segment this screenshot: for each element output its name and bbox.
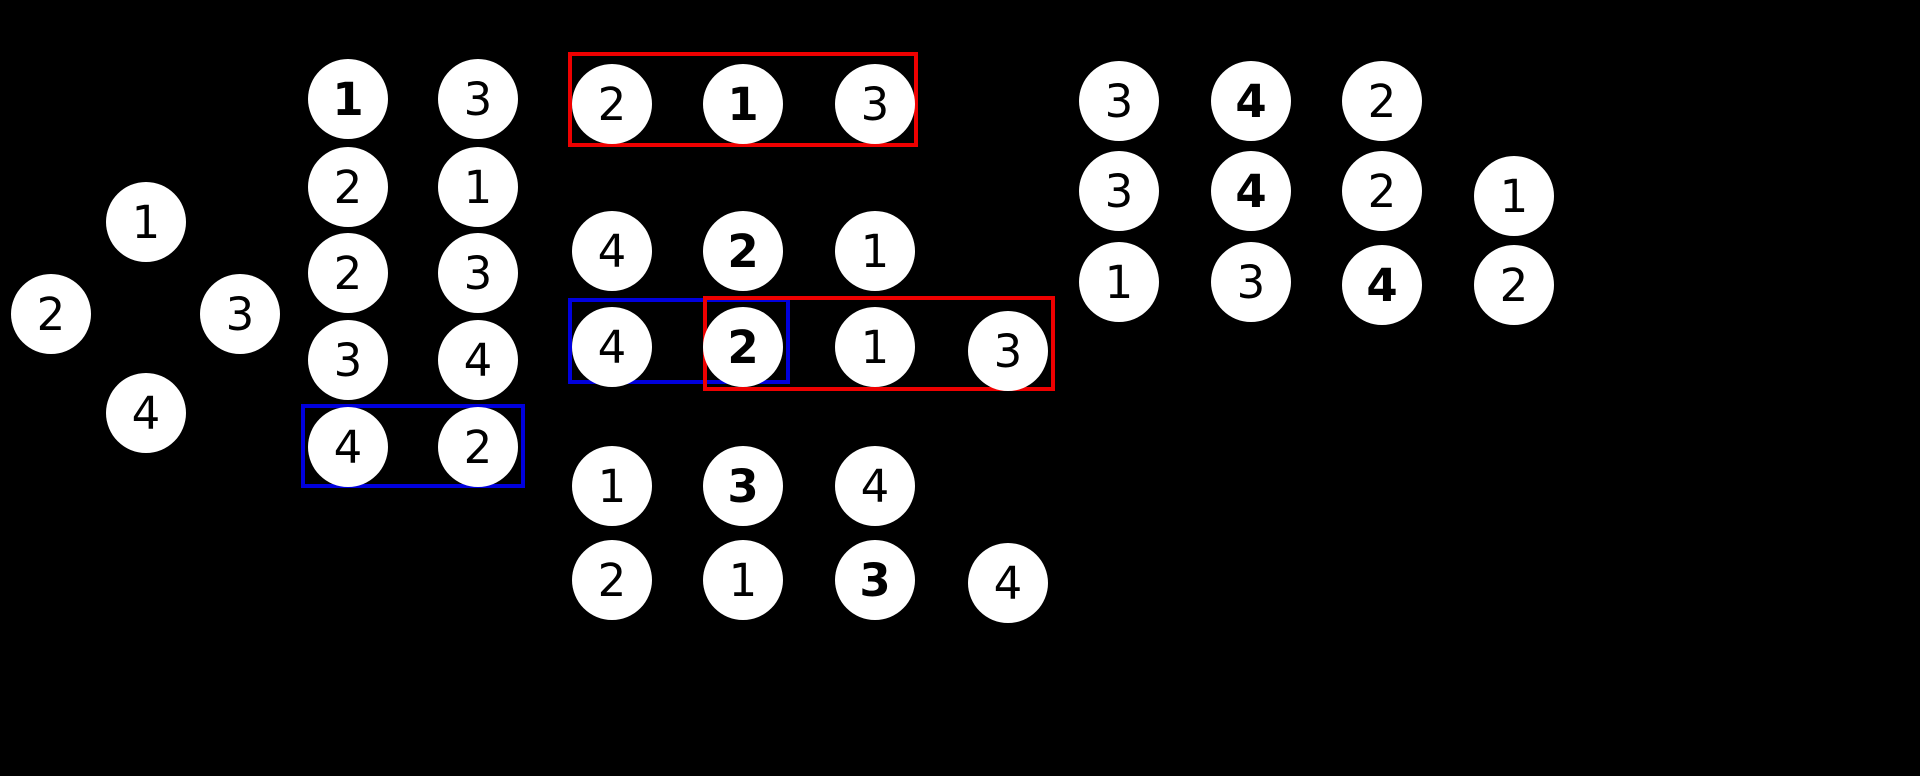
node-circle: 3	[438, 59, 518, 139]
node-circle: 2	[438, 407, 518, 487]
node-circle: 4	[106, 373, 186, 453]
node-circle: 2	[308, 233, 388, 313]
node-circle: 1	[703, 540, 783, 620]
node-circle: 3	[200, 274, 280, 354]
node-circle: 4	[1342, 245, 1422, 325]
node-circle: 2	[308, 147, 388, 227]
node-circle: 3	[1211, 242, 1291, 322]
node-circle: 4	[572, 211, 652, 291]
node-circle: 1	[1079, 242, 1159, 322]
node-circle: 4	[968, 543, 1048, 623]
node-circle: 2	[1474, 245, 1554, 325]
node-circle: 1	[308, 59, 388, 139]
node-circle: 1	[438, 147, 518, 227]
node-circle: 3	[438, 233, 518, 313]
node-circle: 4	[308, 407, 388, 487]
node-circle: 2	[1342, 61, 1422, 141]
node-circle: 1	[835, 307, 915, 387]
node-circle: 4	[572, 307, 652, 387]
node-circle: 3	[968, 311, 1048, 391]
node-circle: 2	[703, 211, 783, 291]
node-circle: 3	[1079, 151, 1159, 231]
node-circle: 2	[703, 307, 783, 387]
node-circle: 1	[106, 182, 186, 262]
node-circle: 3	[703, 446, 783, 526]
node-circle: 2	[11, 274, 91, 354]
node-circle: 1	[572, 446, 652, 526]
node-circle: 3	[835, 540, 915, 620]
node-circle: 3	[835, 64, 915, 144]
node-circle: 2	[1342, 151, 1422, 231]
node-circle: 1	[835, 211, 915, 291]
node-circle: 4	[438, 320, 518, 400]
node-circle: 4	[1211, 61, 1291, 141]
node-circle: 2	[572, 540, 652, 620]
node-circle: 4	[835, 446, 915, 526]
node-circle: 1	[703, 64, 783, 144]
node-circle: 1	[1474, 156, 1554, 236]
node-circle: 2	[572, 64, 652, 144]
node-circle: 4	[1211, 151, 1291, 231]
node-circle: 3	[308, 320, 388, 400]
node-circle: 3	[1079, 61, 1159, 141]
